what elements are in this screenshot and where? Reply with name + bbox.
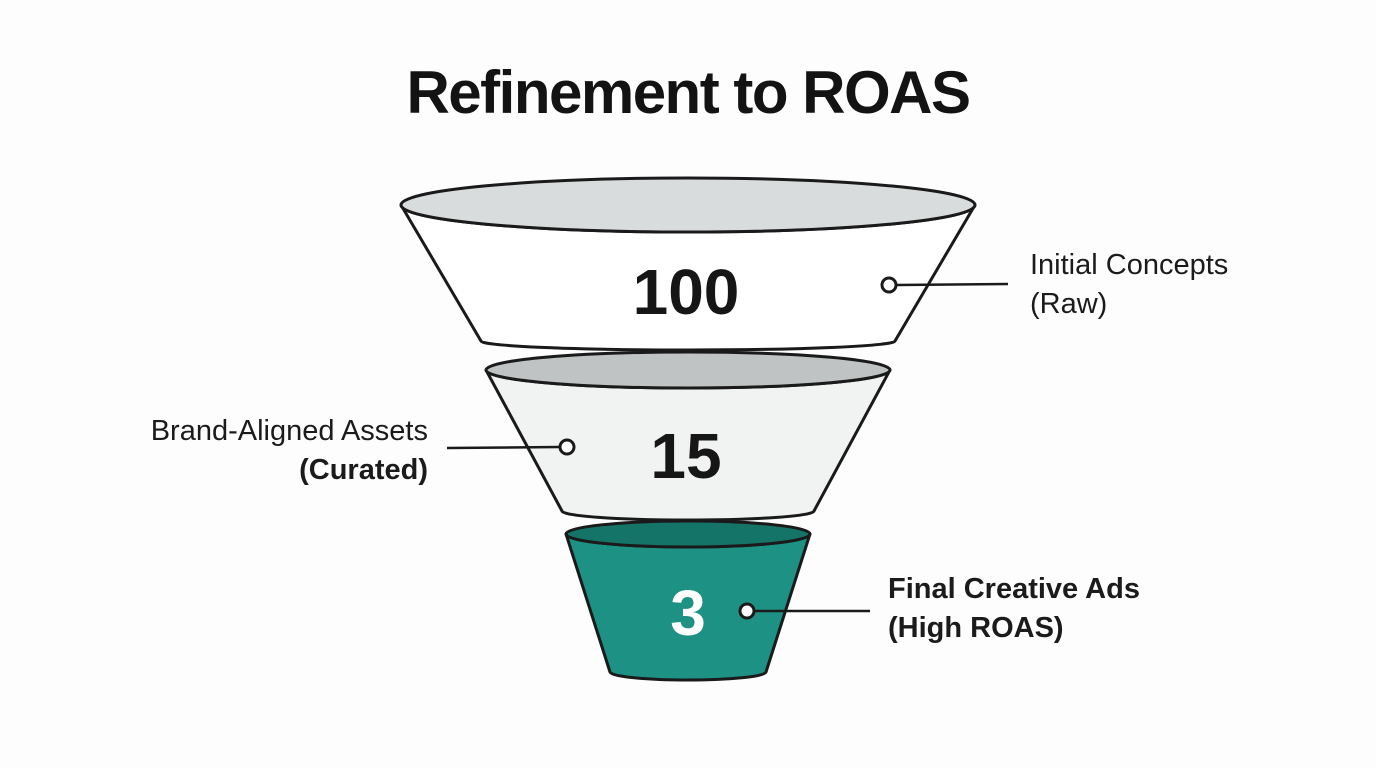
stage-1-connector-dot	[880, 276, 898, 294]
stage-1-label: Initial Concepts (Raw)	[1030, 246, 1228, 324]
stage-2-label: Brand-Aligned Assets (Curated)	[151, 412, 428, 490]
stage-2-label-line2: (Curated)	[299, 454, 428, 486]
funnel-stage-3-opening	[564, 519, 812, 549]
stage-2-value: 15	[650, 420, 721, 492]
stage-1-value: 100	[633, 256, 740, 328]
stage-2-connector-dot	[558, 438, 576, 456]
stage-3-label-line2: (High ROAS)	[888, 612, 1064, 644]
stage-3-connector-dot	[738, 602, 756, 620]
stage-3-label: Final Creative Ads (High ROAS)	[888, 570, 1140, 648]
stage-2-connector-line	[446, 445, 560, 450]
stage-2-label-line1: Brand-Aligned Assets	[150, 415, 428, 447]
stage-1-label-line2: (Raw)	[1030, 288, 1108, 320]
chart-title: Refinement to ROAS	[406, 59, 971, 126]
stage-1-connector-line	[896, 282, 1009, 287]
stage-1-label-line1: Initial Concepts	[1030, 249, 1229, 281]
stage-3-label-line1: Final Creative Ads	[888, 573, 1140, 605]
stage-3-value: 3	[670, 577, 706, 649]
funnel-stage-2-opening	[484, 350, 892, 390]
funnel-stage-1-opening	[399, 176, 977, 234]
